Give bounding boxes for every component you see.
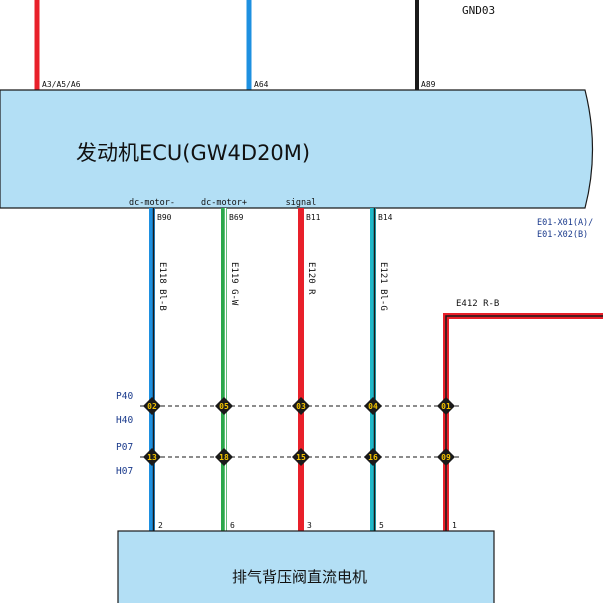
ecu-connector-ref-b: E01-X02(B) [537,230,588,240]
power-wire-stripe [445,315,603,531]
node-lower-1: 18 [215,448,233,466]
node-upper-1-diamond [215,397,233,415]
wire-code-2: E120 R [306,262,316,295]
top-pin-label-3: A89 [421,80,436,89]
node-lower-0: 13 [143,448,161,466]
signal-name-2: signal [286,198,317,208]
node-upper-power: 01 [437,397,455,415]
ground-label: GND03 [462,4,495,17]
signal-name-0: dc-motor- [129,198,175,208]
motor-body [117,530,495,603]
ecu-pin-1: B69 [229,213,244,222]
connector-upper-p: P40 [116,391,133,402]
connector-lower-p: P07 [116,442,133,453]
connector-lower-h: H07 [116,466,133,477]
node-lower-3: 16 [364,448,382,466]
ecu-title: 发动机ECU(GW4D20M) [76,141,310,165]
node-upper-0-diamond [143,397,161,415]
node-upper-1: 05 [215,397,233,415]
node-lower-2-diamond [292,448,310,466]
ecu-body [0,89,594,209]
node-upper-1-number: 05 [219,402,229,411]
node-lower-0-diamond [143,448,161,466]
node-upper-0: 02 [143,397,161,415]
node-lower-1-number: 18 [219,453,229,462]
node-upper-3-diamond [364,397,382,415]
top-wires: GND03 A3/A5/A6 A64 A89 [34,0,495,90]
motor-title: 排气背压阀直流电机 [232,568,367,586]
motor-pin-2: 3 [307,521,312,530]
motor-pin-1: 6 [230,521,235,530]
motor-pin-power: 1 [452,521,457,530]
ecu-connector-ref-a: E01-X01(A)/ [537,218,593,228]
ecu-pin-2: B11 [306,213,321,222]
node-lower-0-number: 13 [147,453,157,462]
wire-code-0: E118 Bl-B [157,262,167,311]
node-lower-2: 15 [292,448,310,466]
node-lower-3-number: 16 [368,453,378,462]
node-lower-1-diamond [215,448,233,466]
wire-code-1: E119 G-W [229,262,239,306]
node-lower-2-number: 15 [296,453,306,462]
ecu-pin-3: B14 [378,213,393,222]
node-upper-power-diamond [437,397,455,415]
connector-upper-h: H40 [116,415,133,426]
node-upper-2-diamond [292,397,310,415]
wire-code-3: E121 Bl-G [378,262,388,311]
power-wire-path [443,313,603,531]
top-pin-label-1: A3/A5/A6 [42,80,81,89]
node-upper-3-number: 04 [368,402,378,411]
node-lower-power-number: 09 [441,453,451,462]
node-lower-3-diamond [364,448,382,466]
motor-pin-3: 5 [379,521,384,530]
node-upper-3: 04 [364,397,382,415]
node-upper-2-number: 03 [296,402,306,411]
node-upper-0-number: 02 [147,402,157,411]
motor-pin-0: 2 [158,521,163,530]
node-upper-2: 03 [292,397,310,415]
ecu-pin-0: B90 [157,213,172,222]
node-upper-power-number: 01 [441,402,451,411]
signal-name-1: dc-motor+ [201,198,247,208]
connector-nodes: 02 13 05 18 03 15 04 16 01 09 [143,397,455,466]
power-wire: 1 [443,313,603,531]
power-wire-code: E412 R-B [456,299,499,309]
top-pin-label-2: A64 [254,80,269,89]
node-lower-power: 09 [437,448,455,466]
node-lower-power-diamond [437,448,455,466]
